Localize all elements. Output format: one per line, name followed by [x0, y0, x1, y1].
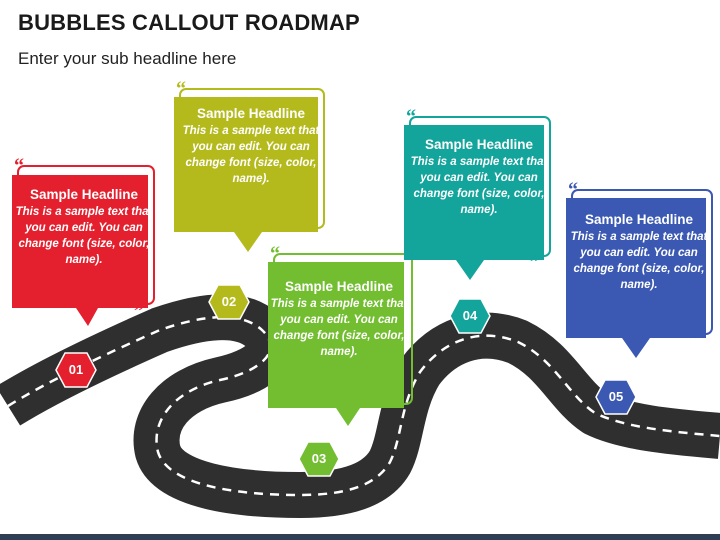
step-number-05: 05 — [608, 389, 624, 404]
step-body: This is a sample text that you can edit.… — [15, 206, 153, 266]
step-body: This is a sample text that you can edit.… — [182, 125, 320, 185]
step-number-04: 04 — [462, 308, 478, 323]
callout-bubble-04: “ ” — [404, 106, 551, 280]
step-number-02: 02 — [221, 294, 237, 309]
step-headline: Sample Headline — [196, 106, 306, 121]
step-headline: Sample Headline — [284, 279, 394, 294]
page-subtitle: Enter your sub headline here — [18, 49, 237, 68]
step-headline: Sample Headline — [584, 212, 694, 227]
open-quote-icon: “ — [176, 78, 186, 100]
step-marker-05 — [595, 379, 637, 415]
step-body: This is a sample text that you can edit.… — [410, 156, 548, 216]
step-body: This is a sample text that you can edit.… — [570, 231, 708, 291]
open-quote-icon: “ — [568, 179, 578, 201]
callout-bubble-02: “ ” — [174, 78, 325, 252]
step-number-03: 03 — [311, 451, 327, 466]
step-body: This is a sample text that you can edit.… — [270, 298, 408, 358]
step-marker-01 — [55, 352, 97, 388]
callout-text-05: Sample Headline This is a sample text th… — [568, 212, 710, 293]
callout-text-01: Sample Headline This is a sample text th… — [14, 187, 154, 268]
step-headline: Sample Headline — [29, 187, 139, 202]
callout-text-03: Sample Headline This is a sample text th… — [268, 279, 410, 360]
callout-bubble-05: “ ” — [566, 179, 713, 358]
bottom-bar — [0, 534, 720, 540]
callout-text-04: Sample Headline This is a sample text th… — [407, 137, 551, 218]
open-quote-icon: “ — [270, 243, 280, 265]
page-title: BUBBLES CALLOUT ROADMAP — [18, 10, 360, 35]
step-marker-03 — [298, 441, 340, 477]
close-quote-icon: ” — [134, 300, 144, 322]
step-number-01: 01 — [68, 362, 84, 377]
open-quote-icon: “ — [406, 106, 416, 128]
step-marker-04 — [449, 298, 491, 334]
callout-bubble-01: “ ” — [12, 155, 155, 326]
callout-bubble-03: “ ” — [268, 243, 413, 426]
callout-text-02: Sample Headline This is a sample text th… — [178, 106, 324, 187]
open-quote-icon: “ — [14, 155, 24, 177]
step-marker-02 — [208, 284, 250, 320]
step-headline: Sample Headline — [424, 137, 534, 152]
close-quote-icon: ” — [690, 328, 700, 350]
close-quote-icon: ” — [530, 251, 540, 273]
close-quote-icon: ” — [299, 222, 309, 244]
close-quote-icon: ” — [392, 397, 402, 419]
